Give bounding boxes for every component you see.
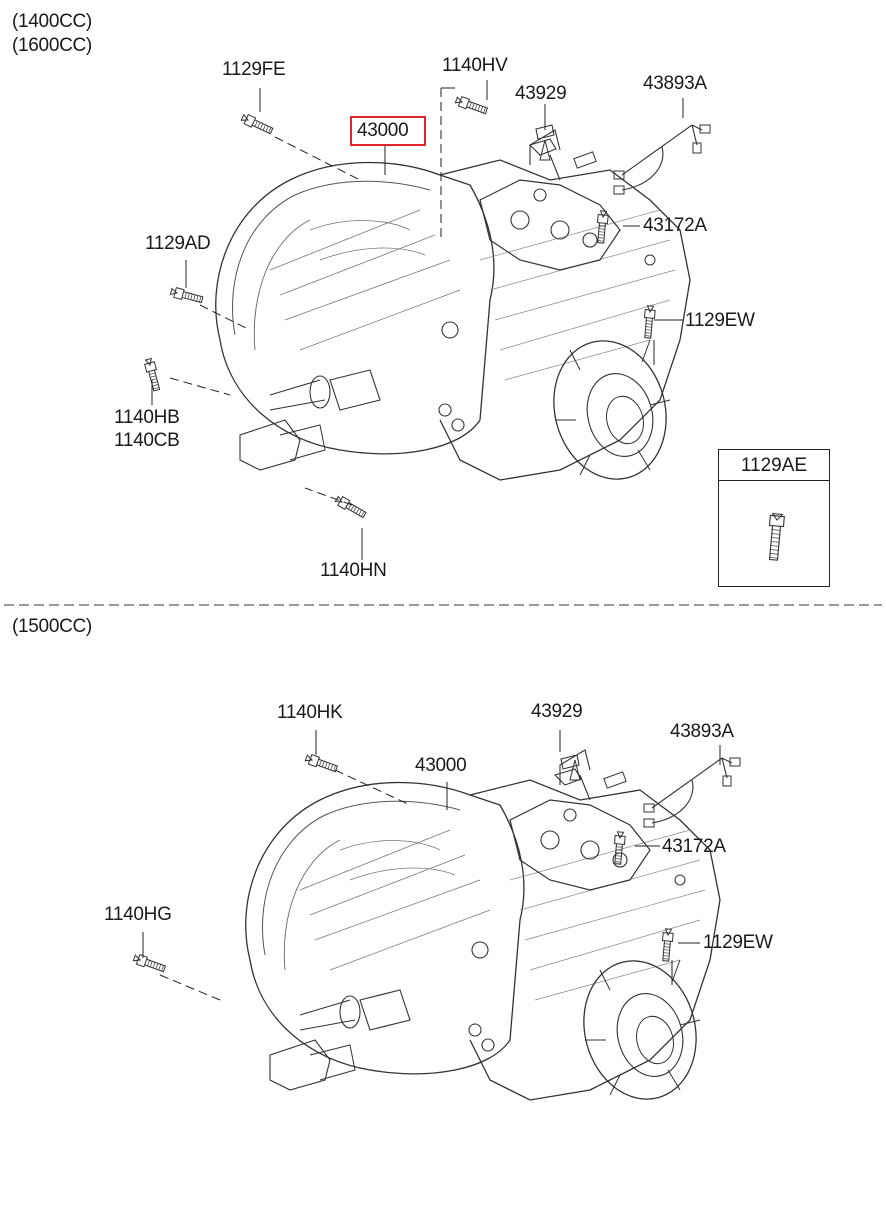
- highlight-box-43000: [350, 116, 426, 146]
- part-label-1129ew-top[interactable]: 1129EW: [685, 310, 755, 331]
- part-label-1140hn[interactable]: 1140HN: [320, 560, 387, 581]
- part-label-1140hv[interactable]: 1140HV: [442, 55, 508, 76]
- part-label-43172a-top[interactable]: 43172A: [643, 215, 707, 236]
- transmission-assembly-top: [215, 129, 691, 493]
- part-label-43172a-bottom[interactable]: 43172A: [662, 836, 726, 857]
- top-parts: [143, 94, 711, 520]
- variant-label-1500cc: (1500CC): [12, 616, 92, 637]
- inset-box-header: 1129AE: [719, 450, 829, 481]
- part-label-43893a-top[interactable]: 43893A: [643, 73, 707, 94]
- part-label-1140hg[interactable]: 1140HG: [104, 904, 172, 925]
- variant-label-1600cc: (1600CC): [12, 35, 92, 56]
- part-label-1140cb[interactable]: 1140CB: [114, 430, 180, 451]
- part-label-1140hk[interactable]: 1140HK: [277, 702, 343, 723]
- part-label-43929-top[interactable]: 43929: [515, 83, 567, 104]
- inset-bolt-icon: [768, 512, 785, 561]
- part-label-1129ae[interactable]: 1129AE: [740, 455, 808, 476]
- top-leader-lines: [151, 80, 684, 560]
- part-label-1129fe[interactable]: 1129FE: [222, 59, 286, 80]
- bottom-leader-lines: [142, 730, 721, 1001]
- part-label-43000-bottom[interactable]: 43000: [415, 755, 467, 776]
- part-label-1129ad[interactable]: 1129AD: [145, 233, 211, 254]
- variant-label-1400cc: (1400CC): [12, 11, 92, 32]
- inset-box-1129ae: 1129AE: [718, 449, 830, 587]
- part-label-1140hb[interactable]: 1140HB: [114, 407, 180, 428]
- part-label-1129ew-bottom[interactable]: 1129EW: [703, 932, 773, 953]
- part-label-43000-top[interactable]: 43000: [357, 120, 409, 141]
- part-label-43893a-bottom[interactable]: 43893A: [670, 721, 734, 742]
- part-label-43929-bottom[interactable]: 43929: [531, 701, 583, 722]
